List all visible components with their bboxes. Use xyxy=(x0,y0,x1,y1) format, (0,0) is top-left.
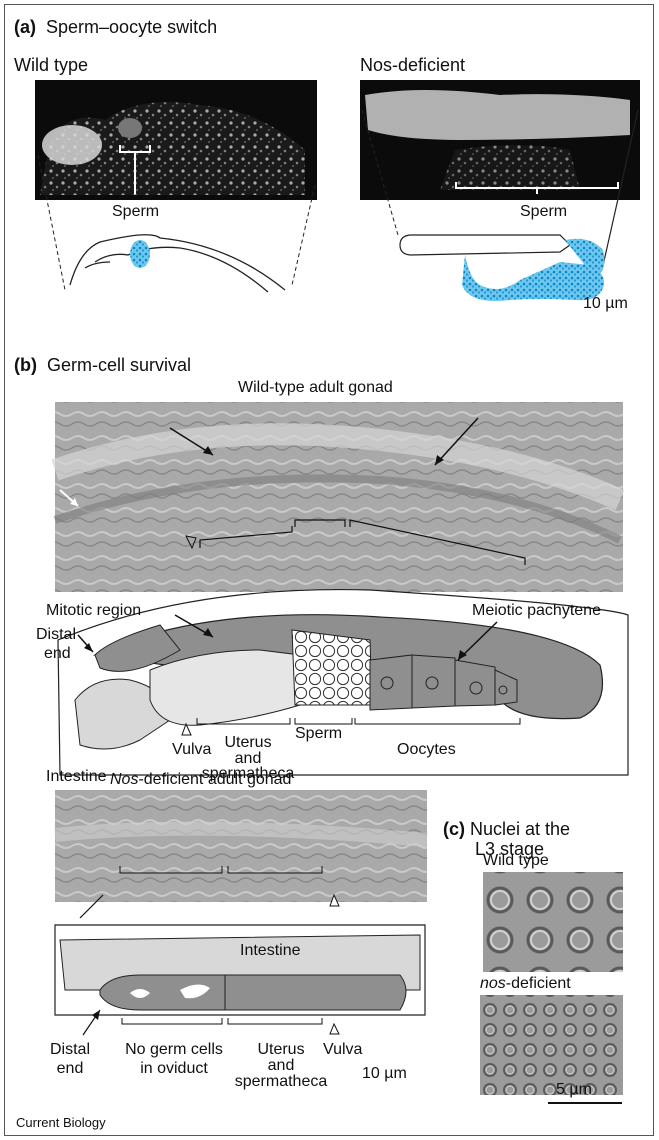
intestine-label: Intestine xyxy=(46,769,106,785)
wild-type-nuclei-image xyxy=(483,872,623,972)
nos-deficient-dic-image xyxy=(55,790,427,902)
panel-b-scale-bar: 10 µm xyxy=(362,1066,407,1082)
meiotic-pachytene-label: Meiotic pachytene xyxy=(472,603,601,619)
distal-end-label-2: end xyxy=(44,646,71,662)
nos-uterus-label: Uterus xyxy=(236,1042,326,1058)
wild-type-worm-drawing xyxy=(70,235,285,292)
journal-credit: Current Biology xyxy=(16,1116,106,1129)
panel-c-heading: (c) Nuclei at the xyxy=(443,820,570,838)
nos-deficient-nuclei-image xyxy=(480,995,623,1095)
panel-a-scale-bar: 10 µm xyxy=(583,296,628,312)
no-germ-cells-label-1: No germ cells xyxy=(112,1042,236,1058)
wild-type-gonad-title: Wild-type adult gonad xyxy=(238,380,393,396)
nos-vulva-label: Vulva xyxy=(323,1042,362,1058)
distal-end-label-1: Distal xyxy=(36,627,76,643)
nos-deficient-worm-drawing xyxy=(400,235,604,301)
wild-type-dic-image xyxy=(55,402,623,592)
panel-c-scale-bar: 5 µm xyxy=(556,1082,592,1098)
nos-deficient-fluorescence-image xyxy=(360,80,640,200)
vulva-label: Vulva xyxy=(172,742,211,758)
panel-c-nos-label: nos-deficient xyxy=(480,976,571,992)
mitotic-region-label: Mitotic region xyxy=(46,603,141,619)
nos-uterus-and-label: and xyxy=(236,1058,326,1074)
no-germ-cells-label-2: in oviduct xyxy=(112,1061,236,1077)
panel-b-heading: (b) Germ-cell survival xyxy=(14,356,191,374)
nos-distal-label-2: end xyxy=(40,1061,100,1077)
nos-gonad-title: Nos-deficient adult gonad xyxy=(110,772,291,788)
wild-type-sperm-label: Sperm xyxy=(112,204,159,220)
nos-distal-label-1: Distal xyxy=(40,1042,100,1058)
sperm-label: Sperm xyxy=(295,726,342,742)
oocytes-label: Oocytes xyxy=(397,742,456,758)
uterus-label: Uterus xyxy=(218,735,278,751)
wild-type-fluorescence-image xyxy=(35,80,317,200)
nos-deficient-sperm-label: Sperm xyxy=(520,204,567,220)
nos-intestine-label: Intestine xyxy=(240,943,300,959)
panel-c-wild-type-label: Wild type xyxy=(483,853,549,869)
nos-spermatheca-label: spermatheca xyxy=(225,1074,337,1090)
